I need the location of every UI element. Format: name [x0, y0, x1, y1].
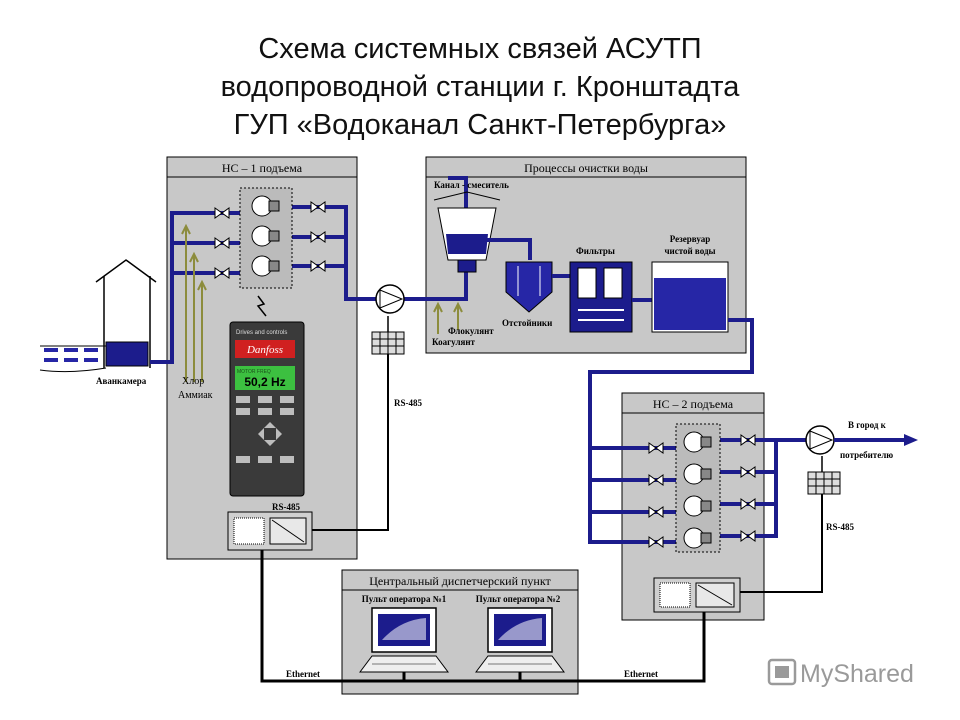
signal-lightning-icon: [256, 295, 267, 317]
main-pump-1: [375, 284, 405, 314]
ns1-pump-block: [239, 187, 293, 289]
outlet-arrow-icon: [904, 434, 918, 446]
operator2-label: Пульт оператора №2: [476, 594, 561, 604]
workstation-2-icon: [475, 607, 565, 673]
rs485-line-1: [312, 354, 389, 531]
settlers: [505, 261, 553, 313]
filters: [569, 261, 633, 333]
ns2-header: НС – 2 подъема: [653, 397, 734, 411]
ethernet-label-right: Ethernet: [624, 669, 658, 679]
mixer-channel: [433, 191, 501, 273]
dispatch-header: Центральный диспетчерский пункт: [369, 574, 551, 588]
filters-label: Фильтры: [576, 246, 615, 256]
treatment-dosing: [433, 301, 463, 334]
ethernet-network: [260, 550, 706, 683]
ns1-controller: [227, 511, 313, 551]
avankamera-label: Аванкамера: [96, 376, 147, 386]
watermark-logo: MyShared: [767, 658, 914, 688]
danfoss-drive: Drives and controls Danfoss MOTOR FREQ 5…: [229, 321, 305, 497]
reservoir-label-2: чистой воды: [664, 246, 715, 256]
drive-brand: Danfoss: [246, 344, 283, 356]
page-title: Схема системных связей АСУТП водопроводн…: [0, 30, 960, 144]
title-line-3: ГУП «Водоканал Санкт-Петербурга»: [233, 109, 727, 141]
treatment-header: Процессы очистки воды: [524, 161, 648, 175]
rs485-label-ns2: RS-485: [826, 522, 855, 532]
ethernet-label-left: Ethernet: [286, 669, 320, 679]
ns2-controller: [653, 577, 741, 613]
chlorine-label: Хлор: [182, 376, 204, 387]
avankamera: Аванкамера: [39, 259, 157, 386]
ammonia-label: Аммиак: [178, 390, 213, 401]
grid-box-1: [371, 331, 405, 355]
settlers-label: Отстойники: [502, 318, 552, 328]
coagulant-label: Коагулянт: [432, 337, 476, 347]
rs485-label-ns1: RS-485: [272, 502, 301, 512]
workstation-1-icon: [359, 607, 449, 673]
clean-water-reservoir: [651, 261, 729, 333]
chem-dosing: [181, 223, 207, 382]
drive-header: Drives and controls: [236, 330, 287, 336]
watermark-text: MyShared: [800, 660, 914, 688]
drive-small-text: MOTOR FREQ: [237, 369, 271, 375]
flocculant-label: Флокулянт: [448, 326, 494, 336]
grid-box-2: [807, 471, 841, 495]
title-line-1: Схема системных связей АСУТП: [258, 33, 702, 65]
rs485-line-2: [740, 494, 823, 593]
main-pump-2: [805, 425, 835, 455]
drive-frequency: 50,2 Hz: [244, 375, 285, 389]
to-city-label-1: В город к: [848, 420, 887, 430]
operator1-label: Пульт оператора №1: [362, 594, 447, 604]
reservoir-label-1: Резервуар: [670, 234, 710, 244]
mixer-label: Канал - смеситель: [434, 180, 509, 190]
to-city-label-2: потребителю: [840, 450, 893, 460]
title-line-2: водопроводной станции г. Кронштадта: [220, 71, 740, 103]
ns2-pump-block: [675, 423, 721, 553]
ns1-header: НС – 1 подъема: [222, 161, 303, 175]
rs485-label-line: RS-485: [394, 398, 423, 408]
